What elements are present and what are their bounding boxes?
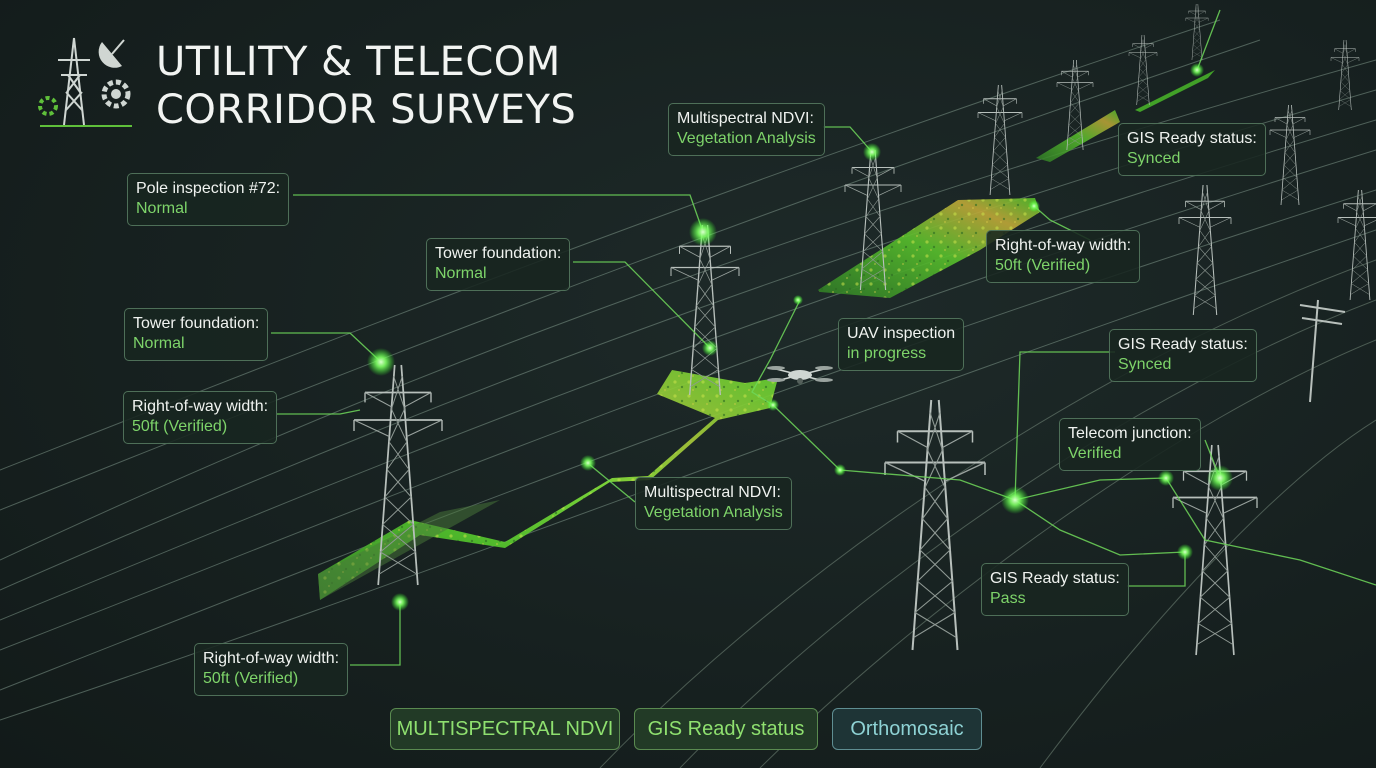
callout-value: 50ft (Verified) <box>203 670 299 687</box>
page-title: UTILITY & TELECOM CORRIDOR SURVEYS <box>156 38 576 134</box>
legend-orthomosaic-button[interactable]: Orthomosaic <box>832 708 982 750</box>
callout-label: Tower foundation: <box>435 245 562 262</box>
ndvi-strip-main <box>318 370 778 600</box>
callout-value: Verified <box>1068 445 1122 462</box>
callout-tower-foundation-center[interactable]: Tower foundation: Normal <box>426 238 571 291</box>
callout-row-width-bottom[interactable]: Right-of-way width: 50ft (Verified) <box>194 643 349 696</box>
callout-label: Multispectral NDVI: <box>677 110 814 127</box>
callout-value: Normal <box>133 335 185 352</box>
callout-pole-inspection-72[interactable]: Pole inspection #72: Normal <box>127 173 290 226</box>
callout-value: Synced <box>1127 150 1181 167</box>
callout-label: Multispectral NDVI: <box>644 484 781 501</box>
callout-value: Normal <box>435 265 487 282</box>
callout-row-width-left[interactable]: Right-of-way width: 50ft (Verified) <box>123 391 278 444</box>
callout-value: Normal <box>136 200 188 217</box>
callout-label: Tower foundation: <box>133 315 260 332</box>
logo <box>38 37 132 127</box>
callout-value: in progress <box>847 345 927 362</box>
callout-value: Vegetation Analysis <box>644 504 783 521</box>
ndvi-strip-far <box>818 70 1215 298</box>
callout-gis-middle-right[interactable]: GIS Ready status: Synced <box>1109 329 1257 382</box>
callout-label: Pole inspection #72: <box>136 180 281 197</box>
satellite-dish-icon <box>98 39 125 68</box>
callout-label: Right-of-way width: <box>995 237 1132 254</box>
callout-value: 50ft (Verified) <box>132 418 228 435</box>
legend-multispectral-ndvi-button[interactable]: MULTISPECTRAL NDVI <box>390 708 620 750</box>
callout-telecom-junction[interactable]: Telecom junction: Verified <box>1059 418 1201 471</box>
title-line-1: UTILITY & TELECOM <box>156 39 561 85</box>
callout-label: Right-of-way width: <box>132 398 269 415</box>
callout-label: Right-of-way width: <box>203 650 340 667</box>
title-line-2: CORRIDOR SURVEYS <box>156 87 577 133</box>
legend-gis-ready-status-button[interactable]: GIS Ready status <box>634 708 818 750</box>
callout-gis-pass[interactable]: GIS Ready status: Pass <box>981 563 1129 616</box>
callout-uav-inspection[interactable]: UAV inspection in progress <box>838 318 965 371</box>
callout-value: Synced <box>1118 356 1172 373</box>
callout-label: Telecom junction: <box>1068 425 1192 442</box>
callout-label: GIS Ready status: <box>1127 130 1257 147</box>
callout-gis-top-right[interactable]: GIS Ready status: Synced <box>1118 123 1266 176</box>
callout-value: 50ft (Verified) <box>995 257 1091 274</box>
callout-label: GIS Ready status: <box>1118 336 1248 353</box>
transmission-tower-icon <box>58 37 90 126</box>
callout-tower-foundation-left[interactable]: Tower foundation: Normal <box>124 308 269 361</box>
callout-ndvi-top[interactable]: Multispectral NDVI: Vegetation Analysis <box>668 103 825 156</box>
callout-row-width-right[interactable]: Right-of-way width: 50ft (Verified) <box>986 230 1141 283</box>
callout-value: Vegetation Analysis <box>677 130 816 147</box>
gear-icon <box>38 79 131 116</box>
callout-ndvi-center[interactable]: Multispectral NDVI: Vegetation Analysis <box>635 477 792 530</box>
uav-drone <box>767 366 833 384</box>
callout-label: UAV inspection <box>847 325 956 342</box>
utility-pole <box>1299 299 1346 403</box>
callout-label: GIS Ready status: <box>990 570 1120 587</box>
callout-value: Pass <box>990 590 1026 607</box>
survey-nodes <box>367 63 1233 611</box>
